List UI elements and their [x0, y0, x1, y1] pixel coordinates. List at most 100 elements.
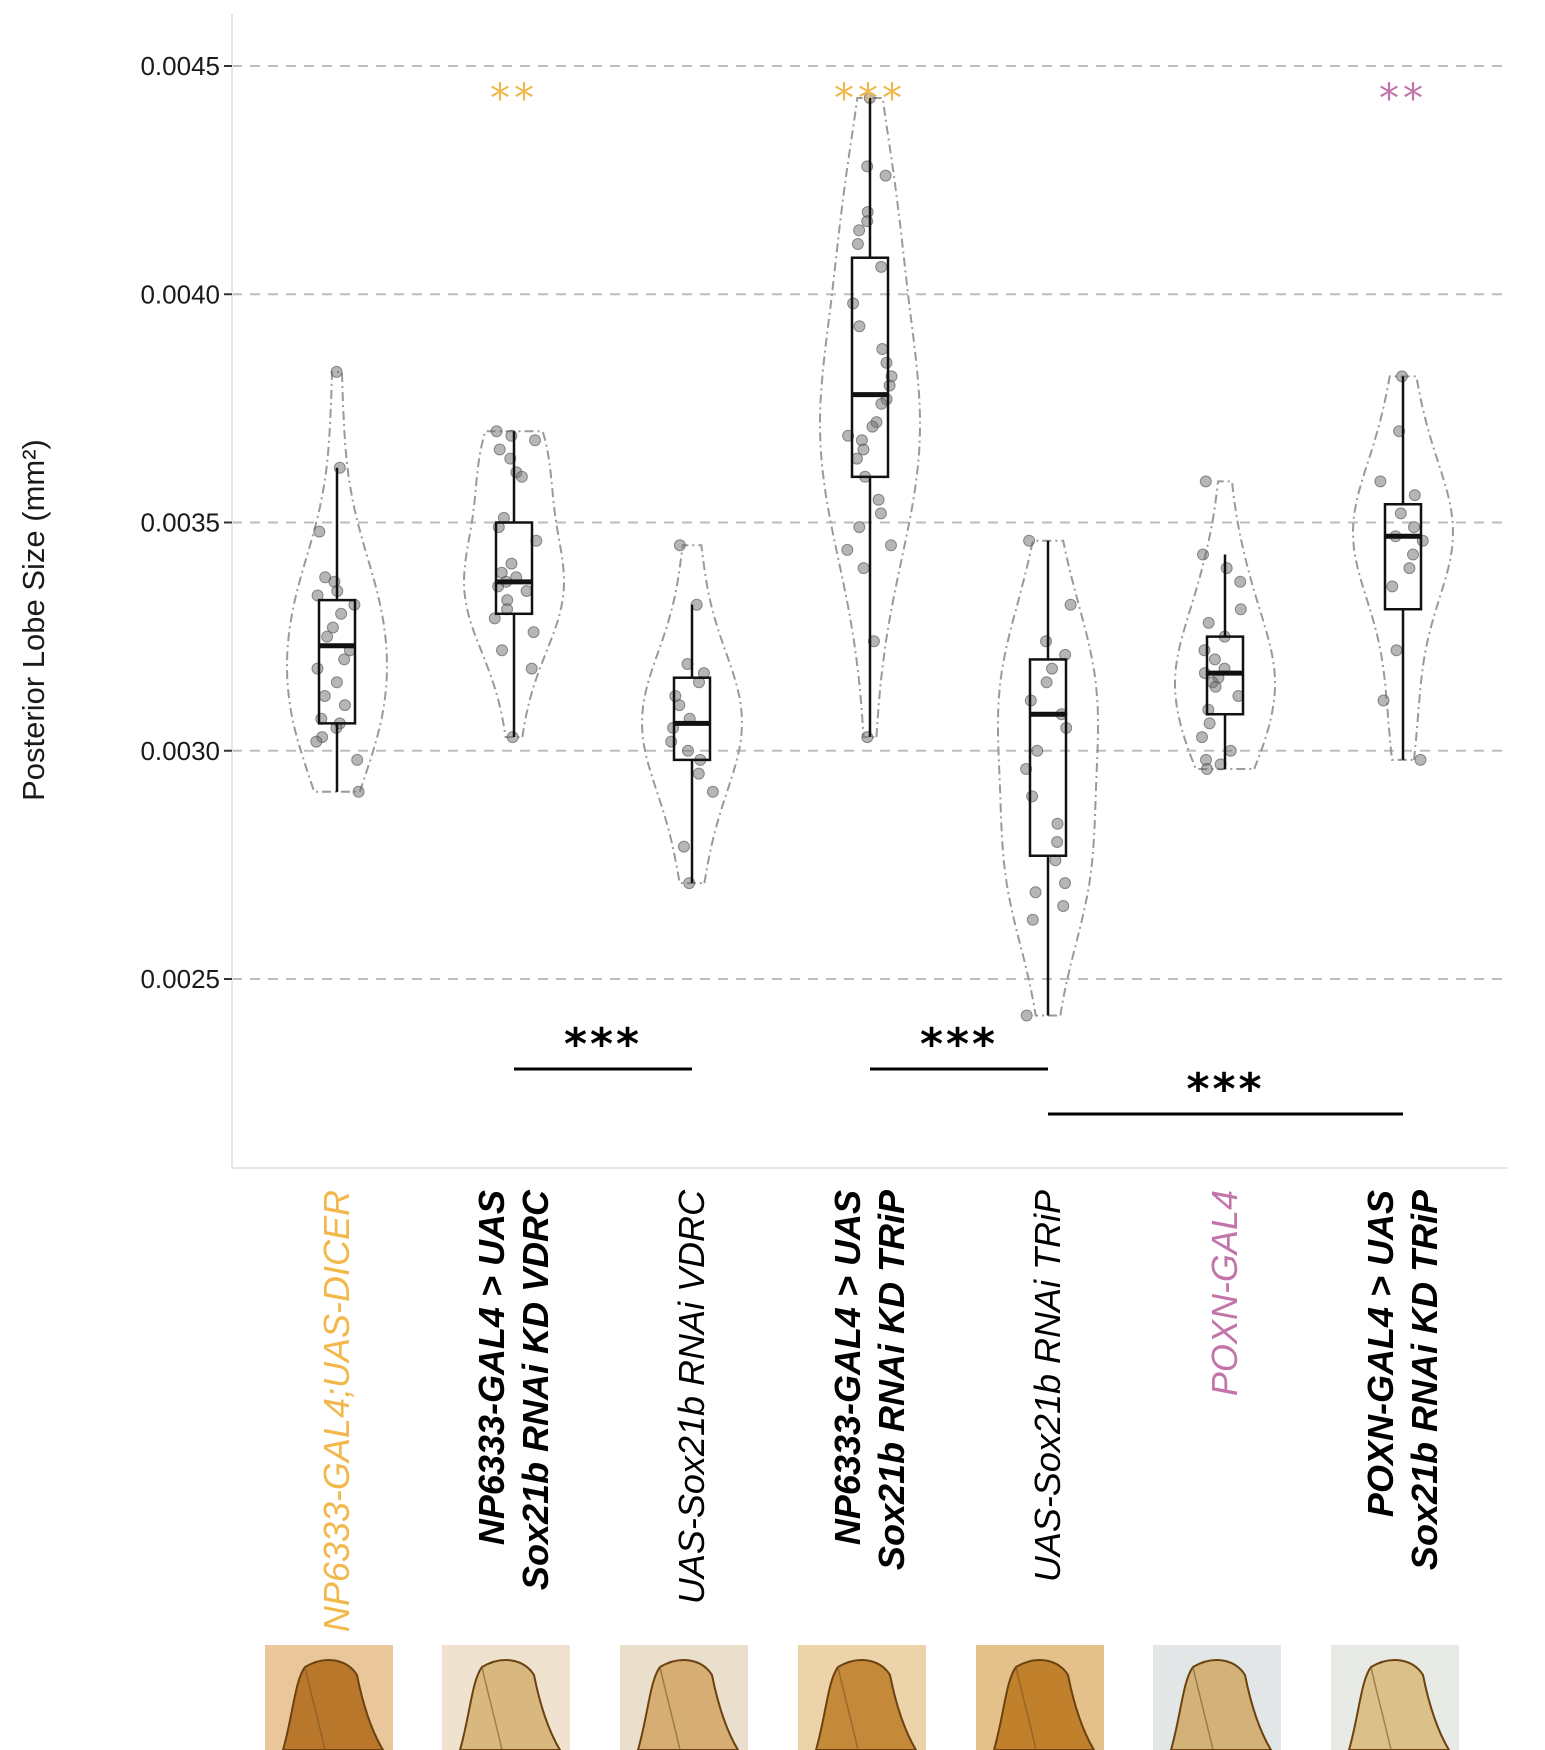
data-point: [1408, 521, 1420, 534]
data-point: [874, 507, 887, 520]
box: [317, 598, 357, 725]
data-point: [1390, 644, 1403, 657]
data-point: [330, 676, 343, 689]
category-label: UAS-Sox21b RNAi TRiP: [1027, 1190, 1068, 1582]
violin-outline: [462, 430, 566, 739]
data-point: [529, 434, 541, 447]
data-point: [677, 840, 690, 853]
data-point: [875, 397, 888, 410]
category-label: POXN-GAL4 > UAS: [1360, 1190, 1401, 1517]
data-point: [857, 443, 870, 456]
data-point: [515, 470, 528, 483]
data-point: [853, 224, 866, 237]
box: [1028, 658, 1068, 857]
thumb-uas-vdrc: [620, 1645, 748, 1750]
data-point: [1209, 680, 1222, 693]
data-point: [1026, 913, 1039, 926]
comparison-stars: ***: [1186, 1064, 1264, 1115]
data-point: [1026, 790, 1039, 803]
thumb-np6333-trip-kd: [798, 1645, 926, 1750]
data-point: [1220, 562, 1233, 575]
data-point: [1208, 653, 1221, 666]
box: [1383, 502, 1423, 611]
category-label: UAS-Sox21b RNAi VDRC: [671, 1189, 712, 1604]
category-label: Sox21b RNAi KD TRiP: [1404, 1189, 1445, 1570]
posterior-lobe-image: [636, 1659, 740, 1750]
significance-stars: ***: [834, 76, 906, 122]
data-point: [1196, 731, 1208, 744]
y-tick-label: 0.0030: [140, 736, 220, 766]
data-point: [1203, 717, 1216, 730]
thumb-np6333-dicer: [265, 1645, 393, 1750]
y-tick-label: 0.0045: [140, 51, 220, 81]
data-point: [1040, 635, 1052, 648]
posterior-lobe-image: [1347, 1659, 1451, 1750]
violin-outline: [1173, 480, 1277, 770]
data-point: [1224, 744, 1237, 757]
data-point: [335, 607, 348, 620]
significance-stars: **: [1379, 76, 1427, 122]
posterior-lobe-image: [992, 1659, 1096, 1750]
data-point: [1202, 616, 1215, 629]
data-point: [490, 425, 503, 438]
category-label: POXN-GAL4: [1204, 1190, 1245, 1396]
data-point: [1377, 694, 1390, 707]
data-point: [883, 379, 896, 392]
data-point: [879, 169, 892, 182]
data-point: [1064, 598, 1077, 611]
data-point: [496, 644, 508, 657]
comparison-stars: ***: [564, 1019, 642, 1070]
significance-annotations: ****************: [490, 76, 1427, 1116]
y-tick-label: 0.0040: [140, 279, 220, 309]
axes: [231, 14, 1508, 1169]
data-point: [493, 443, 506, 456]
posterior-lobe-image: [1169, 1659, 1273, 1750]
box: [494, 521, 534, 616]
data-point: [1374, 475, 1387, 488]
data-point: [338, 699, 351, 712]
y-tick-label: 0.0035: [140, 508, 220, 538]
data-point: [321, 630, 334, 643]
data-point: [1029, 886, 1042, 899]
data-point: [525, 662, 538, 675]
data-point: [1386, 580, 1399, 593]
data-point: [880, 356, 893, 369]
data-point: [1199, 475, 1212, 488]
comparison-stars: ***: [920, 1019, 998, 1070]
data-point: [1197, 548, 1209, 561]
thumb-np6333-vdrc-kd: [442, 1645, 570, 1750]
data-point: [841, 543, 854, 556]
data-point: [1403, 562, 1416, 575]
data-point: [1407, 548, 1419, 561]
data-point: [527, 626, 540, 639]
data-point: [506, 731, 519, 744]
data-point: [1201, 763, 1213, 775]
data-point: [1414, 753, 1427, 766]
jitter-points: [310, 92, 1429, 1022]
boxplots: [317, 97, 1423, 1016]
data-point: [1394, 507, 1407, 520]
data-point: [872, 493, 885, 506]
data-point: [311, 589, 324, 602]
category-label: Sox21b RNAi KD TRiP: [871, 1189, 912, 1570]
data-point: [1040, 676, 1053, 689]
data-point: [1020, 1009, 1033, 1022]
data-point: [866, 420, 879, 433]
posterior-lobe-image: [814, 1659, 918, 1750]
data-point: [326, 621, 339, 634]
box: [672, 676, 712, 762]
data-point: [1059, 877, 1071, 890]
data-point: [853, 320, 866, 333]
category-label: NP6333-GAL4 > UAS: [471, 1190, 512, 1545]
violin-outline: [818, 97, 922, 739]
violin-outline: [997, 539, 1099, 1017]
data-point: [1051, 817, 1064, 830]
data-point: [1057, 900, 1070, 912]
category-label: NP6333-GAL4 > UAS: [827, 1190, 868, 1545]
data-point: [330, 365, 343, 378]
box: [850, 256, 890, 479]
data-point: [885, 539, 897, 552]
